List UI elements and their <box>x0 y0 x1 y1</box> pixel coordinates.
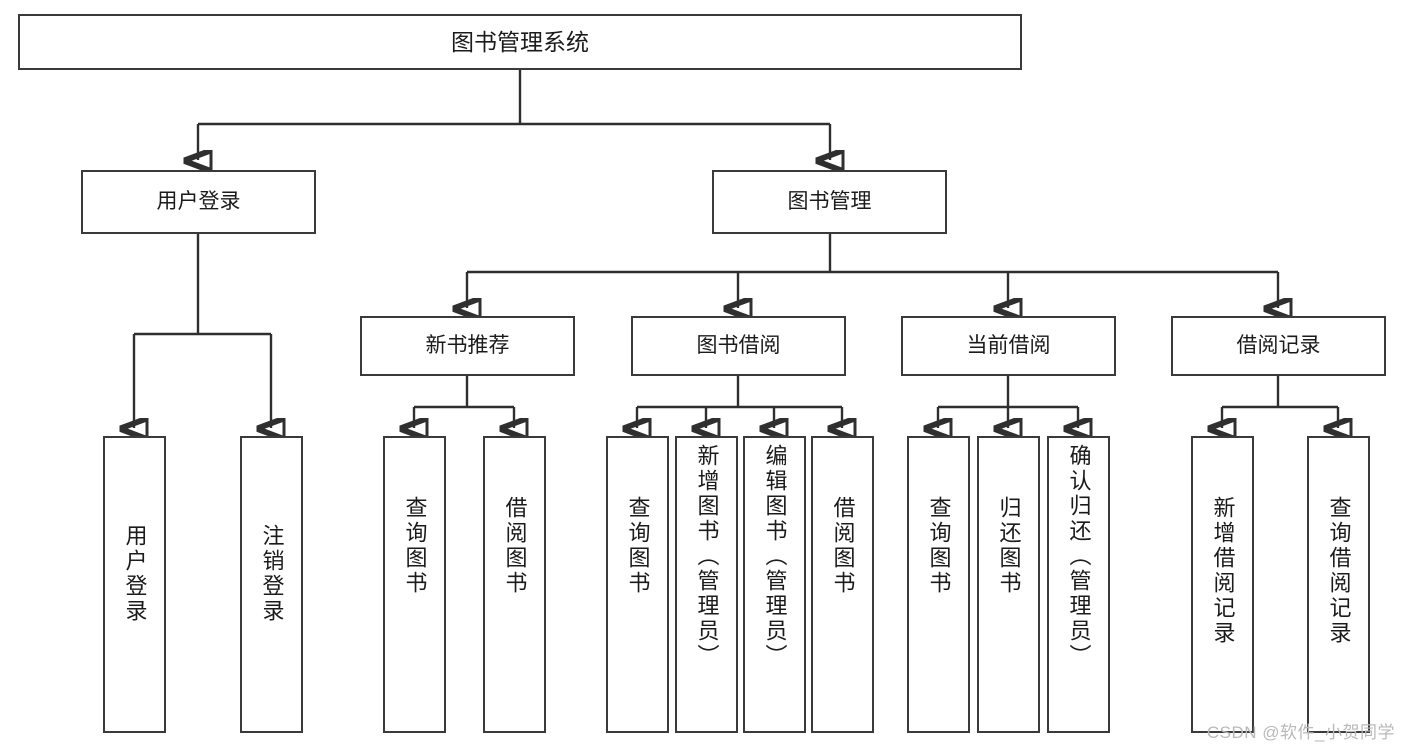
leaf-label: 查询图书 <box>625 496 651 596</box>
leaf-label: 用户登录 <box>122 524 148 624</box>
leaf-user-login-signin[interactable]: 用户登录 <box>103 436 166 733</box>
node-label: 新书推荐 <box>425 333 510 357</box>
node-label: 图书管理 <box>787 189 872 213</box>
node-root-book-management-system[interactable]: 图书管理系统 <box>18 14 1022 70</box>
leaf-book-borrow-borrow[interactable]: 借阅图书 <box>811 436 874 733</box>
leaf-user-login-signout[interactable]: 注销登录 <box>240 436 303 733</box>
node-label: 图书借阅 <box>696 333 781 357</box>
leaf-label: 注销登录 <box>259 524 285 624</box>
leaf-label: 查询图书 <box>926 496 952 596</box>
leaf-book-borrow-edit[interactable]: 编辑图书（管理员） <box>743 436 806 733</box>
leaf-label: 编辑图书（管理员） <box>762 444 788 669</box>
leaf-label: 新增图书（管理员） <box>694 444 720 669</box>
watermark-csdn: CSDN @软件_小贺同学 <box>1206 723 1395 742</box>
leaf-current-borrow-return[interactable]: 归还图书 <box>977 436 1040 733</box>
leaf-book-borrow-add[interactable]: 新增图书（管理员） <box>675 436 738 733</box>
node-borrow-record[interactable]: 借阅记录 <box>1171 316 1386 376</box>
node-current-borrow[interactable]: 当前借阅 <box>901 316 1116 376</box>
leaf-borrow-record-query[interactable]: 查询借阅记录 <box>1307 436 1370 733</box>
leaf-current-borrow-confirm[interactable]: 确认归还（管理员） <box>1047 436 1110 733</box>
leaf-label: 查询借阅记录 <box>1326 496 1352 646</box>
node-book-management[interactable]: 图书管理 <box>712 170 947 234</box>
leaf-label: 确认归还（管理员） <box>1066 444 1092 669</box>
leaf-current-borrow-query[interactable]: 查询图书 <box>907 436 970 733</box>
leaf-label: 新增借阅记录 <box>1210 496 1236 646</box>
leaf-label: 借阅图书 <box>502 496 528 596</box>
leaf-label: 归还图书 <box>996 496 1022 596</box>
leaf-book-borrow-query[interactable]: 查询图书 <box>606 436 669 733</box>
node-label: 用户登录 <box>156 189 241 213</box>
node-new-book-recommend[interactable]: 新书推荐 <box>360 316 575 376</box>
leaf-label: 查询图书 <box>402 496 428 596</box>
leaf-borrow-record-add[interactable]: 新增借阅记录 <box>1191 436 1254 733</box>
node-label: 当前借阅 <box>966 333 1051 357</box>
leaf-label: 借阅图书 <box>830 496 856 596</box>
node-label: 图书管理系统 <box>451 28 589 55</box>
node-user-login[interactable]: 用户登录 <box>81 170 316 234</box>
leaf-new-book-borrow[interactable]: 借阅图书 <box>483 436 546 733</box>
leaf-new-book-query[interactable]: 查询图书 <box>383 436 446 733</box>
node-book-borrow[interactable]: 图书借阅 <box>631 316 846 376</box>
node-label: 借阅记录 <box>1236 333 1321 357</box>
